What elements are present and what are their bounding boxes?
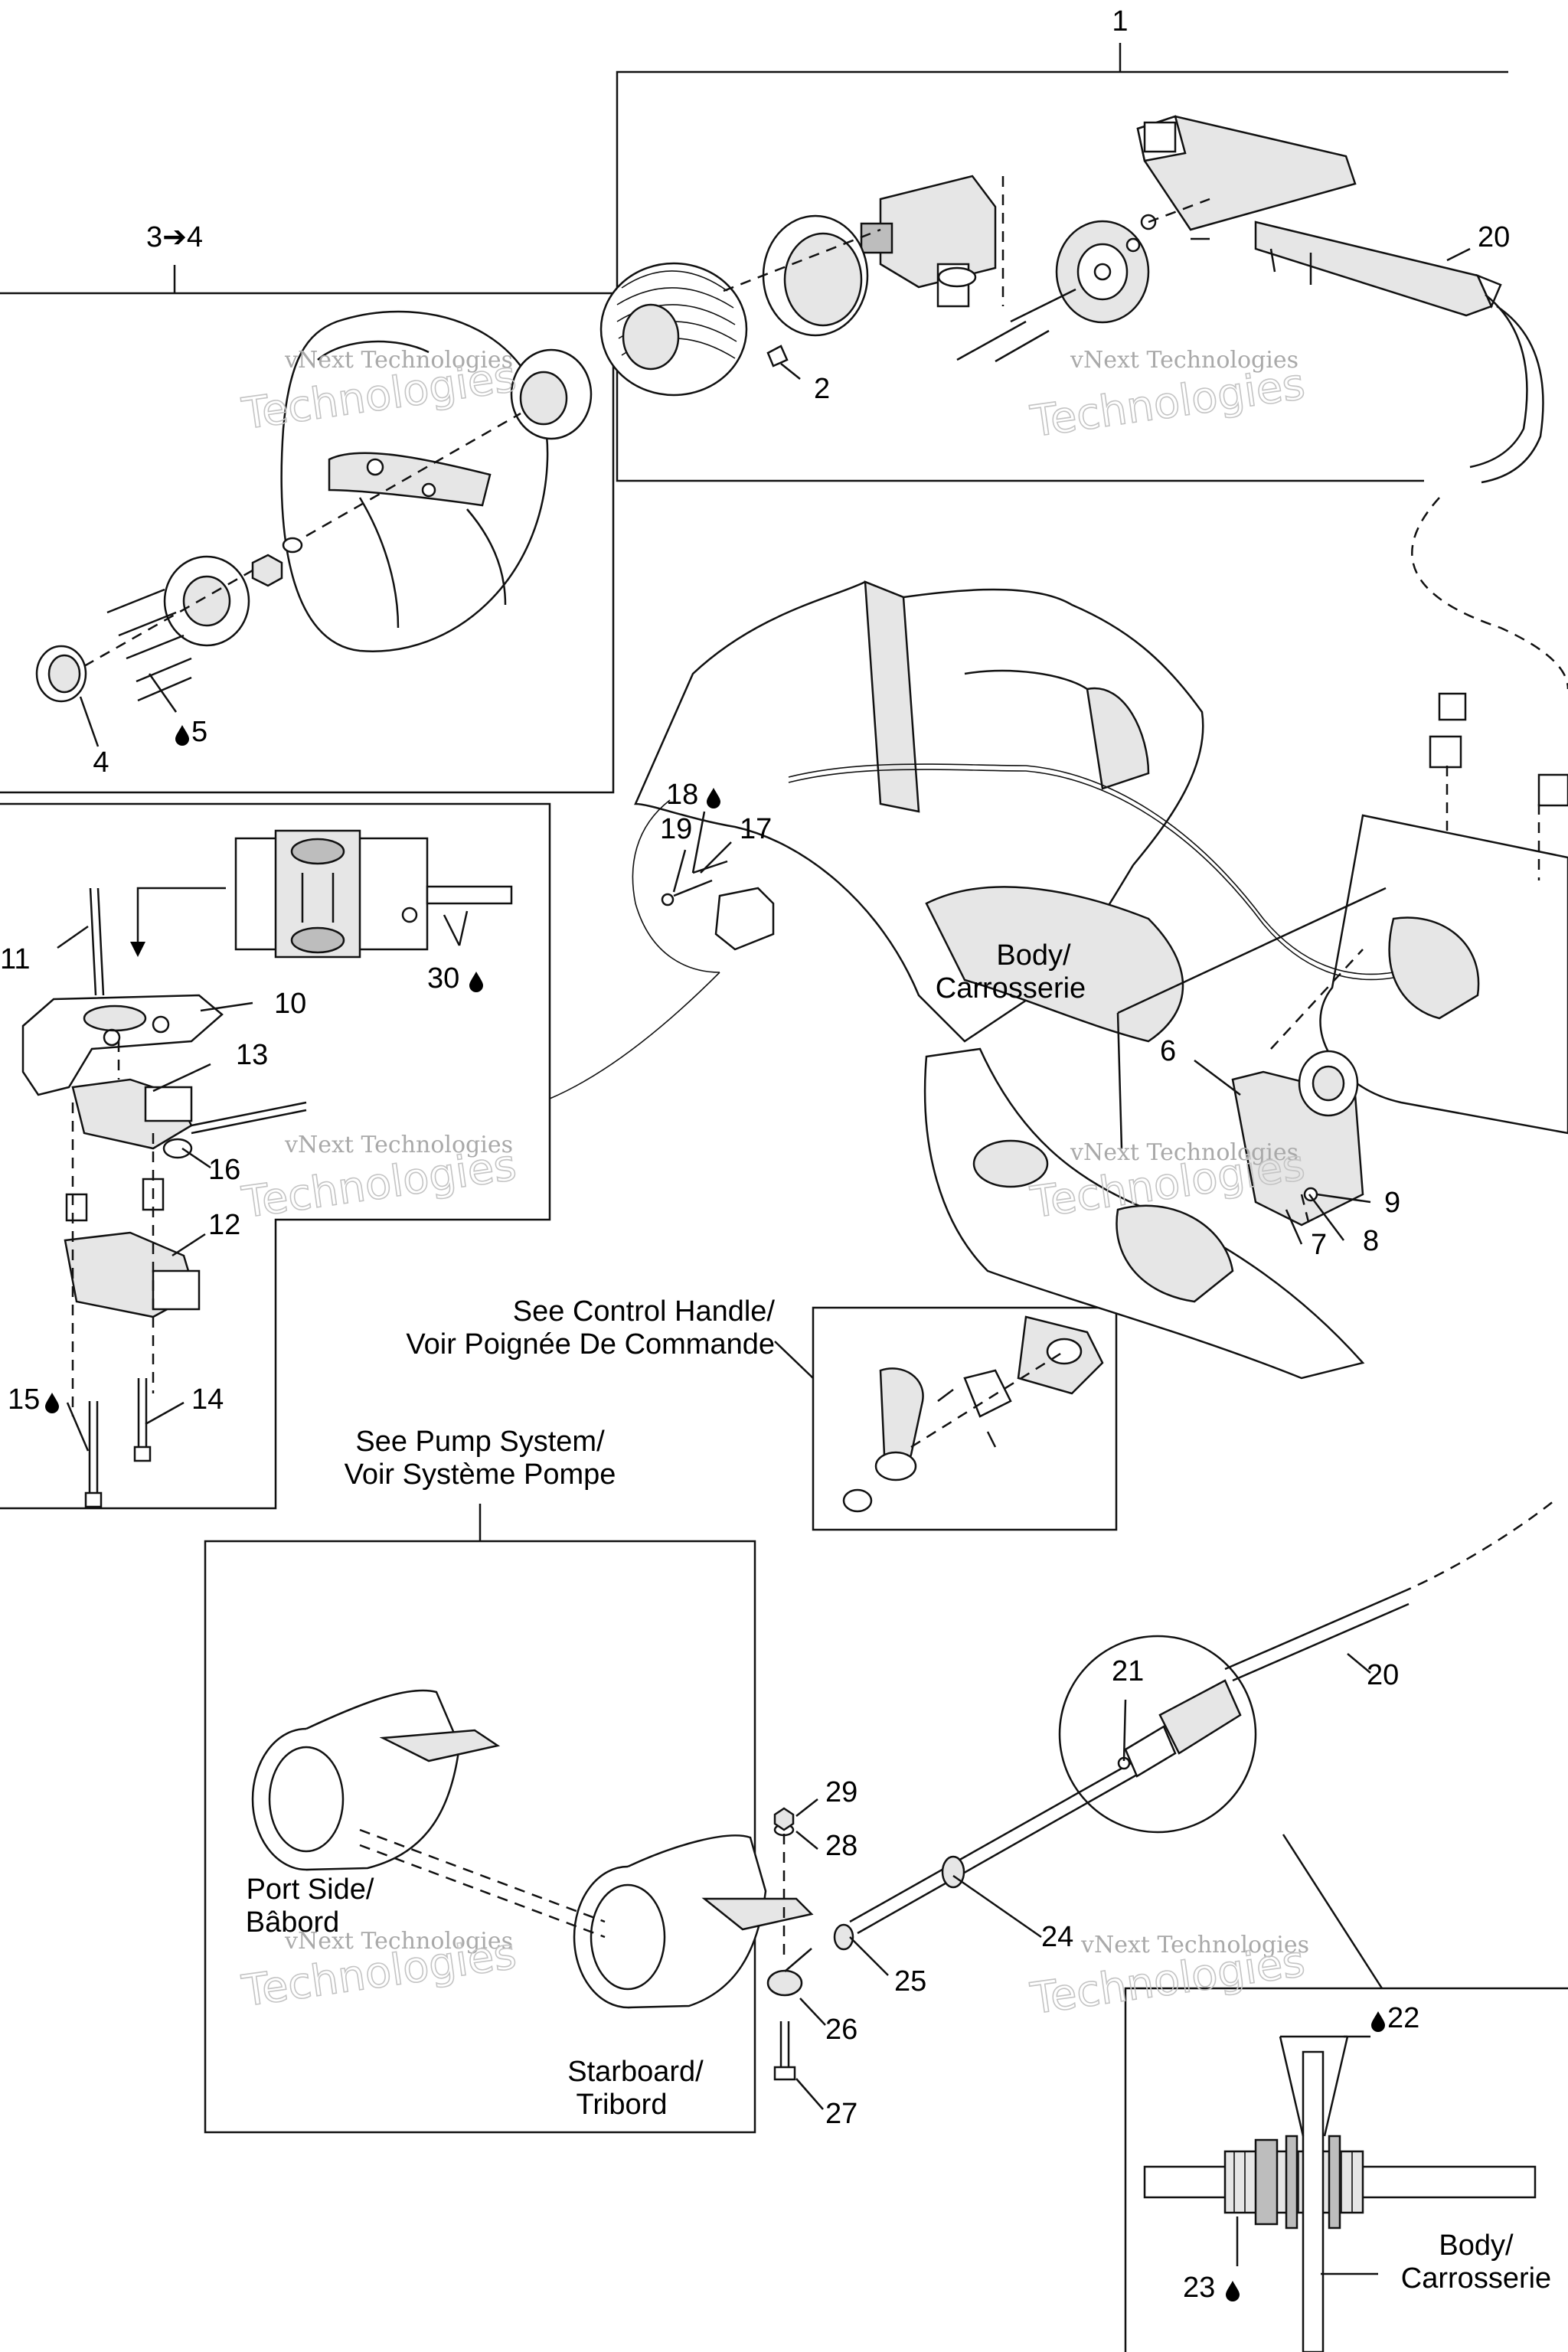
callout-25: 25 — [894, 1965, 926, 1998]
callout-21: 21 — [1112, 1655, 1144, 1687]
drop-icon — [175, 725, 189, 746]
callout-26: 26 — [825, 2014, 858, 2046]
callout-22: 22 — [1371, 2002, 1419, 2034]
note-labels: Body/ Carrosserie See Control Handle/ Vo… — [246, 939, 1551, 2295]
callout-30: 30 — [427, 962, 483, 995]
callout-12: 12 — [208, 1209, 240, 1241]
callout-20-lower: 20 — [1367, 1659, 1399, 1691]
sensor-cable-bracket — [632, 799, 775, 973]
detail-box-sensor — [0, 802, 551, 1510]
note-port-side: Port Side/ Bâbord — [246, 1873, 374, 1939]
steering-column-assembly — [599, 115, 1502, 397]
note-pump-system: See Pump System/ Voir Système Pompe — [345, 1426, 616, 1491]
svg-text:Starboard/: Starboard/ — [567, 2056, 704, 2088]
note-body: Body/ Carrosserie — [936, 939, 1086, 1004]
control-handle-detail — [842, 1315, 1104, 1513]
callout-7: 7 — [1311, 1229, 1327, 1261]
callout-4: 4 — [93, 746, 109, 779]
watermark: vNext Technologies Technologies — [238, 1132, 520, 1229]
callout-14: 14 — [191, 1383, 224, 1416]
callout-19: 19 — [660, 813, 692, 845]
callout-16: 16 — [208, 1154, 240, 1186]
callout-2: 2 — [814, 373, 830, 405]
detail-box-cable-fitting — [1124, 1834, 1568, 2352]
svg-text:Body/: Body/ — [996, 939, 1071, 972]
leader-lines — [57, 247, 1471, 2110]
cable-fitting-cutaway — [1143, 2035, 1537, 2352]
svg-text:vNext Technologies: vNext Technologies — [284, 1928, 513, 1955]
detail-box-steering-column — [616, 43, 1508, 482]
callout-23: 23 — [1183, 2272, 1240, 2304]
svg-text:Voir Système Pompe: Voir Système Pompe — [345, 1459, 616, 1491]
svg-text:See Control Handle/: See Control Handle/ — [513, 1295, 776, 1328]
svg-text:Voir Poignée De Commande: Voir Poignée De Commande — [406, 1328, 775, 1361]
detail-box-steering-wheel — [0, 265, 615, 794]
callout-15: 15 — [8, 1383, 59, 1416]
svg-text:23: 23 — [1183, 2272, 1215, 2304]
callout-18: 18 — [666, 779, 720, 811]
svg-text:30: 30 — [427, 962, 459, 995]
svg-text:Port Side/: Port Side/ — [247, 1873, 374, 1906]
callout-6: 6 — [1160, 1035, 1176, 1067]
sensor-bracket-on-console — [1231, 949, 1364, 1227]
svg-text:vNext Technologies: vNext Technologies — [1080, 1932, 1309, 1958]
callout-17: 17 — [740, 813, 772, 845]
callout-24: 24 — [1041, 1921, 1073, 1953]
callout-3-to-4: 3➔4 — [146, 221, 203, 253]
svg-text:vNext Technologies: vNext Technologies — [284, 347, 513, 374]
callout-9: 9 — [1384, 1187, 1400, 1219]
callout-5: 5 — [175, 716, 207, 748]
steering-wheel — [35, 310, 593, 703]
callout-27: 27 — [825, 2098, 858, 2130]
svg-text:See Pump System/: See Pump System/ — [355, 1426, 605, 1458]
callout-29: 29 — [825, 1776, 858, 1808]
callout-10: 10 — [274, 988, 306, 1020]
drop-icon — [469, 972, 483, 992]
svg-text:vNext Technologies: vNext Technologies — [1070, 1139, 1298, 1166]
watermark: vNext Technologies Technologies — [1027, 347, 1308, 448]
note-starboard: Starboard/ Tribord — [567, 2056, 704, 2121]
svg-text:5: 5 — [191, 716, 207, 748]
svg-text:Carrosserie: Carrosserie — [1401, 2262, 1551, 2295]
note-control-handle: See Control Handle/ Voir Poignée De Comm… — [406, 1295, 775, 1361]
callout-13: 13 — [236, 1039, 268, 1071]
steering-cable-lower — [833, 1500, 1555, 1951]
svg-text:Carrosserie: Carrosserie — [936, 972, 1086, 1004]
callout-1: 1 — [1112, 5, 1128, 38]
callout-11: 11 — [0, 943, 30, 975]
drop-icon — [1371, 2011, 1385, 2032]
steering-cable-upper — [1411, 294, 1568, 690]
throttle-sensor-exploded — [21, 829, 720, 1508]
svg-text:Bâbord: Bâbord — [246, 1906, 340, 1939]
svg-text:Tribord: Tribord — [577, 2089, 668, 2121]
watermark: vNext Technologies Technologies — [1027, 1139, 1308, 1229]
svg-text:18: 18 — [666, 779, 698, 811]
detail-box-control-handle — [774, 1306, 1118, 1531]
svg-text:vNext Technologies: vNext Technologies — [284, 1132, 513, 1158]
detail-circle-cable-end — [1058, 1635, 1257, 1834]
note-body-fitting: Body/ Carrosserie — [1401, 2230, 1551, 2295]
svg-text:22: 22 — [1387, 2002, 1419, 2034]
svg-text:Body/: Body/ — [1439, 2230, 1514, 2262]
jet-pump-nozzles — [251, 1689, 814, 2081]
callout-28: 28 — [825, 1830, 858, 1862]
callout-8: 8 — [1363, 1225, 1379, 1257]
svg-text:15: 15 — [8, 1383, 40, 1416]
body-console — [634, 580, 1568, 1380]
svg-text:vNext Technologies: vNext Technologies — [1070, 347, 1298, 374]
callout-labels: 1 2 20 3➔4 4 5 11 10 13 16 12 15 14 30 1… — [0, 5, 1510, 2304]
watermark: vNext Technologies Technologies — [238, 1928, 520, 2017]
detail-box-pump-system — [204, 1504, 756, 2134]
drop-icon — [45, 1393, 59, 1413]
callout-20: 20 — [1478, 221, 1510, 253]
drop-icon — [1226, 2281, 1240, 2301]
